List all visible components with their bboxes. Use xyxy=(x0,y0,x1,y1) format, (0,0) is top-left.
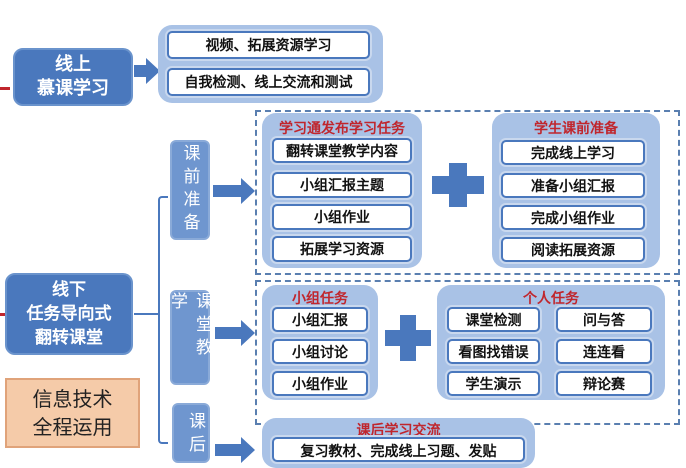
pre-class-region xyxy=(255,110,680,275)
phase-in-class: 课堂教学 xyxy=(167,290,212,385)
individual-task-item: 连连看 xyxy=(556,339,652,364)
individual-task-item: 课堂检测 xyxy=(447,307,540,332)
plus-icon xyxy=(385,315,431,361)
red-connector xyxy=(0,87,10,90)
individual-task-item: 看图找错误 xyxy=(447,339,540,364)
teacher-task-item: 拓展学习资源 xyxy=(272,236,412,262)
group-task-item: 小组讨论 xyxy=(272,339,368,364)
teacher-task-item: 翻转课堂教学内容 xyxy=(272,138,412,163)
plus-icon xyxy=(432,163,484,207)
individual-task-item: 辩论赛 xyxy=(556,371,652,396)
arrow-right-icon xyxy=(215,437,255,463)
bracket-stem xyxy=(134,313,158,315)
bracket-line xyxy=(158,196,168,444)
info-tech-box: 信息技术 全程运用 xyxy=(5,378,140,448)
student-prep-item: 阅读拓展资源 xyxy=(501,237,645,262)
red-connector xyxy=(0,313,6,316)
post-class-title: 课后学习交流 xyxy=(356,423,441,439)
arrow-right-icon xyxy=(213,178,255,204)
phase-post-class: 课后 xyxy=(172,403,210,463)
individual-task-title: 个人任务 xyxy=(523,291,579,307)
online-item: 视频、拓展资源学习 xyxy=(167,31,370,59)
teacher-task-item: 小组作业 xyxy=(272,204,412,230)
online-mooc-box: 线上 慕课学习 xyxy=(13,48,133,106)
individual-task-item: 问与答 xyxy=(556,307,652,332)
group-task-item: 小组汇报 xyxy=(272,307,368,332)
group-task-title: 小组任务 xyxy=(292,291,348,307)
arrow-right-icon xyxy=(134,58,160,84)
student-prep-item: 完成小组作业 xyxy=(501,205,645,230)
teacher-task-item: 小组汇报主题 xyxy=(272,172,412,198)
student-prep-item: 准备小组汇报 xyxy=(501,173,645,198)
teacher-task-title: 学习通发布学习任务 xyxy=(279,121,405,137)
offline-flipped-class-box: 线下 任务导向式 翻转课堂 xyxy=(5,273,133,355)
individual-task-item: 学生演示 xyxy=(447,371,540,396)
online-item: 自我检测、线上交流和测试 xyxy=(167,68,370,96)
arrow-right-icon xyxy=(215,320,255,346)
student-prep-title: 学生课前准备 xyxy=(534,121,618,137)
phase-pre-class: 课前准备 xyxy=(170,140,210,240)
student-prep-item: 完成线上学习 xyxy=(501,140,645,165)
group-task-item: 小组作业 xyxy=(272,371,368,396)
